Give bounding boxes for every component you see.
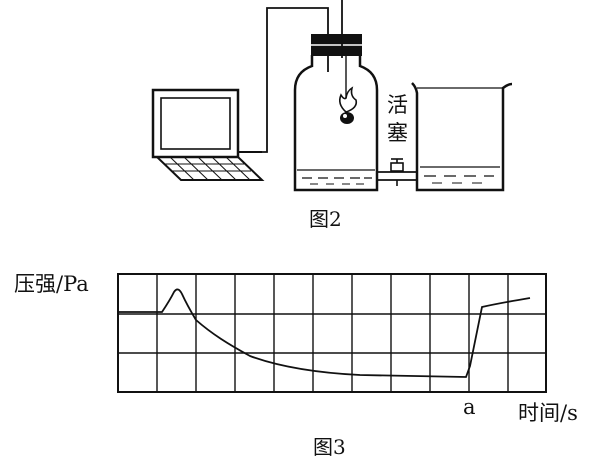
y-axis-label: 压强/Pa (14, 272, 89, 296)
valve-label-2: 塞 (387, 121, 408, 145)
beaker (411, 82, 513, 192)
sensor-cable (238, 7, 329, 153)
sealed-bottle (293, 0, 379, 192)
valve-label-1: 活 (387, 93, 408, 117)
computer-monitor-icon (151, 88, 262, 159)
valve-stopcock[interactable] (377, 158, 417, 186)
figure3-graph: 压强/Pa a 时间/s 图3 (14, 272, 578, 459)
point-a-label: a (463, 395, 476, 419)
pressure-curve (118, 288, 531, 378)
figure3-caption: 图3 (313, 435, 346, 459)
x-axis-label: 时间/s (518, 401, 578, 425)
graph-grid (117, 273, 547, 393)
flame-icon (339, 86, 358, 124)
figure2-caption: 图2 (309, 207, 342, 231)
keyboard-icon (154, 156, 265, 181)
figure2-apparatus: 活 塞 图2 (151, 0, 513, 231)
